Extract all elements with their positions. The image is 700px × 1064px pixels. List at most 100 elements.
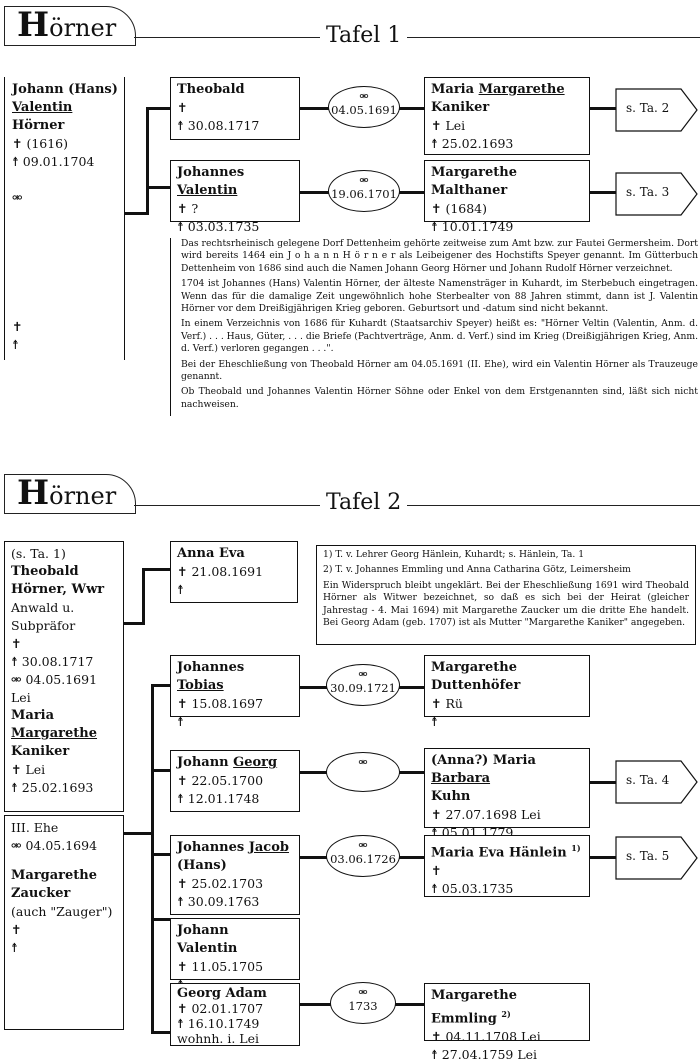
note-paragraph: Bei der Eheschließung von Theobald Hörne… (181, 358, 698, 383)
connector (146, 107, 149, 215)
footnote: 2) T. v. Johannes Emmling und Anna Catha… (323, 564, 631, 576)
spouse-born: ✝ Rü (431, 696, 463, 711)
spouse-name: Margarethe Emmling (431, 988, 518, 1027)
spouse-name: Margarethe Duttenhöfer (431, 660, 521, 693)
third-wife-name-1: Margarethe (11, 868, 98, 883)
connector (151, 684, 170, 687)
third-marriage-box: III. Ehe ⚮ 04.05.1694 Margarethe Zaucker… (4, 815, 124, 1030)
spouse-box: Margarethe Emmling 2) ✝ 04.11.1708 Lei ☨… (424, 983, 590, 1062)
family-header-tab-2: Hörner (4, 473, 136, 514)
marriage-oval: ⚮ 19.06.1701 (328, 170, 400, 212)
marriage-date: 19.06.1701 (331, 187, 397, 201)
note-paragraph: In einem Verzeichnis von 1686 für Kuhard… (181, 318, 698, 355)
spouse-born: ✝ Lei (431, 118, 466, 133)
root-reference: (s. Ta. 1) (11, 546, 66, 561)
tafel-title: Tafel 2 (320, 490, 408, 515)
person-name-underlined: Valentin (177, 183, 238, 198)
marriage-rings-icon: ⚮ (358, 986, 368, 999)
connector (590, 191, 616, 194)
person-born: ✝ 22.05.1700 (177, 773, 264, 788)
family-header-tab-1: Hörner (4, 5, 136, 46)
spouse-name: Maria Eva Hänlein (431, 845, 567, 861)
person-name: Johann Valentin (177, 923, 238, 956)
person-name-underlined: Jacob (248, 840, 289, 855)
marriage-date: 03.06.1726 (330, 852, 396, 866)
family-initial: H (17, 473, 50, 513)
connector (151, 918, 170, 921)
connector (590, 107, 616, 110)
spouse-box: Maria Margarethe Kaniker ✝ Lei ☨ 25.02.1… (424, 77, 590, 155)
root-name-2: Valentin (12, 100, 73, 115)
spouse-name: Margarethe Malthaner (431, 165, 518, 198)
spouse-died: ☨ 05.03.1735 (431, 881, 514, 897)
person-name: Johannes (177, 840, 249, 855)
person-born: ✝ 21.08.1691 (177, 564, 264, 579)
person-box-johann-valentin: Johann Valentin ✝ 11.05.1705 ☨ (170, 918, 300, 992)
connector (151, 684, 154, 1034)
third-wife-born: ✝ (11, 922, 22, 937)
wife-died: ☨ 25.02.1693 (11, 780, 94, 795)
third-wife-name-2: Zaucker (11, 886, 71, 901)
root-occupation: Anwald u. Subpräfor (11, 600, 76, 633)
spouse-surname: Kaniker (431, 100, 490, 115)
person-born: ✝ ? (177, 201, 199, 216)
connector (142, 568, 145, 625)
root-marriage: ⚮ (12, 190, 23, 205)
footnote-marker: 1) (571, 843, 581, 853)
connector (146, 186, 170, 189)
root-name-1: Theobald (11, 564, 79, 579)
person-born: ✝ 15.08.1697 (177, 696, 264, 711)
person-born: ✝ (177, 100, 188, 115)
third-wife-alias: (auch "Zauger") (11, 904, 113, 919)
spouse-died: ☨ (431, 714, 438, 729)
marriage-rings-icon: ⚮ (358, 668, 368, 681)
reference-arrow (615, 172, 698, 216)
connector (151, 1031, 170, 1034)
root-born-2: ✝ (12, 319, 23, 334)
third-marriage-label: III. Ehe (11, 820, 59, 835)
spouse-name: (Anna?) Maria (431, 753, 536, 768)
wife-name-1: Maria (11, 708, 55, 723)
spouse-name-underlined: Barbara (431, 771, 491, 786)
person-died: ☨ 30.08.1717 (177, 118, 260, 133)
footnote-marker: 2) (501, 1009, 511, 1019)
root-person: Johann (Hans) Valentin Hörner ✝ (1616) ☨… (12, 81, 122, 207)
person-residence: wohnh. i. Lei (177, 1031, 259, 1046)
root-died: ☨ 30.08.1717 (11, 654, 94, 669)
person-born: ✝ 25.02.1703 (177, 876, 264, 891)
person-name: Anna Eva (177, 546, 245, 561)
family-initial: H (17, 5, 50, 45)
person-box-anna-eva: Anna Eva ✝ 21.08.1691 ☨ (170, 541, 298, 603)
marriage-date: 04.05.1691 (331, 103, 397, 117)
connector (151, 769, 170, 772)
tafel-title: Tafel 1 (320, 23, 408, 48)
spouse-box: Margarethe Duttenhöfer ✝ Rü ☨ (424, 655, 590, 729)
root-died: ☨ 09.01.1704 (12, 154, 95, 169)
person-born: ✝ 02.01.1707 (177, 1001, 264, 1016)
header-rule (134, 505, 700, 506)
person-born: ✝ 11.05.1705 (177, 959, 264, 974)
person-name: Johannes (177, 165, 245, 180)
spouse-name: Maria (431, 82, 479, 97)
root-marriage: ⚮ 04.05.1691 Lei (11, 672, 98, 705)
note-paragraph: Das rechtsrheinisch gelegene Dorf Detten… (181, 238, 698, 274)
spouse-born: ✝ (431, 863, 442, 879)
root-died-2: ☨ (12, 337, 19, 352)
root-spouse-dates: ✝ ☨ (12, 318, 22, 354)
footnote-block: 1) T. v. Lehrer Georg Hänlein, Kuhardt; … (316, 545, 696, 645)
connector (590, 856, 616, 859)
marriage-rings-icon: ⚮ (359, 90, 369, 103)
root-name-1: Johann (Hans) (12, 82, 118, 97)
spouse-box: Margarethe Malthaner ✝ (1684) ☨ 10.01.17… (424, 160, 590, 234)
connector (142, 568, 170, 571)
marriage-oval: ⚮ 30.09.1721 (326, 664, 400, 706)
person-box-johannes-tobias: Johannes Tobias ✝ 15.08.1697 ☨ (170, 655, 300, 729)
notes-block: Das rechtsrheinisch gelegene Dorf Detten… (170, 238, 698, 416)
wife-name-2: Margarethe (11, 726, 98, 741)
reference-arrow (615, 760, 698, 804)
family-name-rest: örner (49, 14, 117, 42)
marriage-date: 1733 (348, 999, 378, 1013)
person-box-johannes-jacob: Johannes Jacob (Hans) ✝ 25.02.1703 ☨ 30.… (170, 835, 300, 915)
root-person-box: (s. Ta. 1) Theobald Hörner, Wwr Anwald u… (4, 541, 124, 812)
root-name-3: Hörner (12, 118, 65, 133)
